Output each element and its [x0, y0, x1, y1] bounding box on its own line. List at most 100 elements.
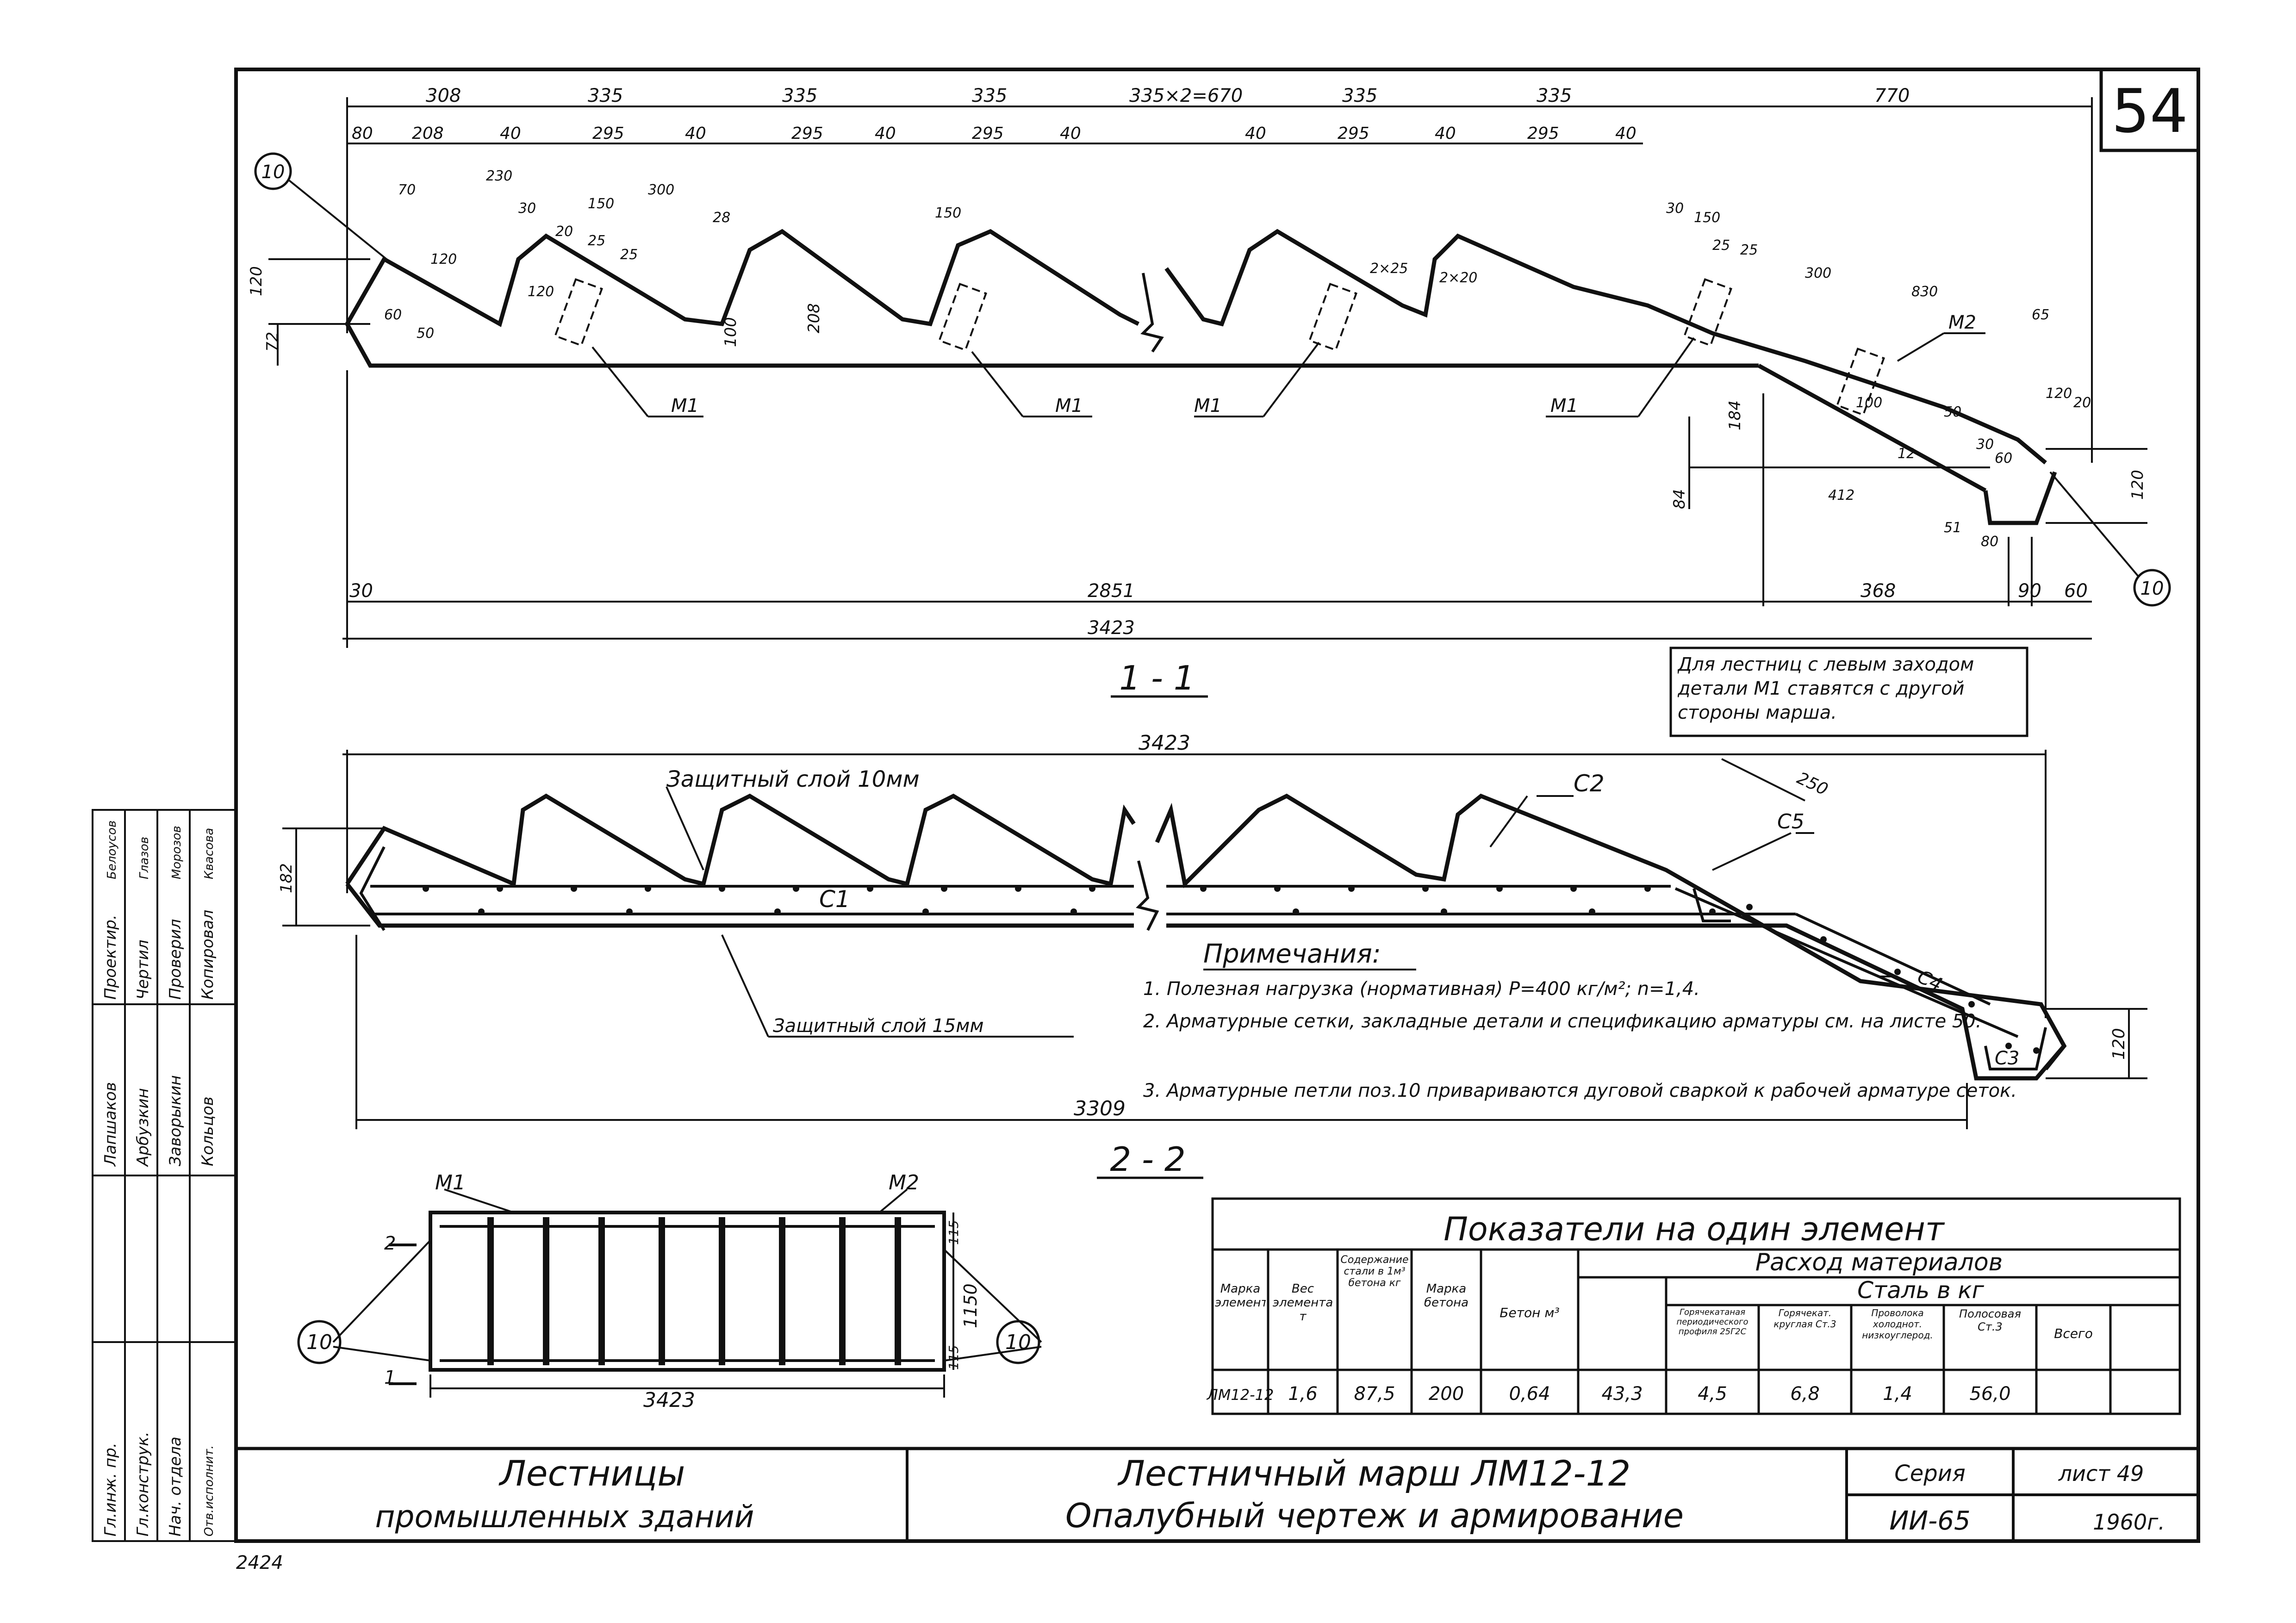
stamp-name2-0: Белоусов — [105, 821, 119, 879]
dim-120-b: 120 — [528, 284, 554, 300]
dim-208: 208 — [805, 303, 823, 333]
dim-295-e: 295 — [1527, 124, 1559, 143]
left-loading-note-box — [1669, 647, 2028, 737]
dim-368: 368 — [1860, 580, 1896, 602]
dim-25-b: 25 — [620, 247, 638, 263]
title-block-text: Лестницы промышленных зданий Лестничный … — [375, 1453, 2165, 1536]
net-c1-label: C1 — [819, 886, 850, 913]
plan-callout-10-label-b: 10 — [1005, 1331, 1031, 1354]
stamp-role-2: Нач. отдела — [166, 1436, 185, 1536]
dim-40-c: 40 — [875, 124, 896, 143]
net-c2-label: C2 — [1574, 770, 1605, 797]
mark-m1-d: M1 — [1550, 395, 1578, 417]
stamp-role2-0: Проектир. — [101, 914, 120, 1000]
side-stamp-text: Гл.инж. пр. Гл.конструк. Нач. отдела Отв… — [101, 821, 217, 1536]
th-steel-periodic: Горячекатаная периодического профиля 25Г… — [1676, 1307, 1748, 1337]
notes-block: Примечания: 1. Полезная нагрузка (нормат… — [1143, 939, 2017, 1101]
th-concrete-grade: Марка бетона — [1424, 1282, 1468, 1310]
dim-335-c: 335 — [972, 85, 1007, 106]
td-total: 56,0 — [1969, 1383, 2010, 1405]
embedded-details — [554, 278, 1885, 416]
plan-dim-1150: 1150 — [960, 1283, 981, 1328]
mark-m1-b: M1 — [1055, 395, 1083, 417]
callout-10-label-a: 10 — [261, 162, 285, 183]
th-concrete-volume: Бетон м³ — [1500, 1305, 1560, 1320]
dim-300-a: 300 — [648, 182, 674, 198]
th-total: Всего — [2054, 1326, 2093, 1341]
s2-dim-120: 120 — [2109, 1028, 2128, 1060]
dim-150-c: 150 — [1694, 210, 1720, 226]
plan-callout-10-left — [297, 1320, 342, 1364]
dim-2x20: 2×20 — [1439, 270, 1477, 286]
plan-mark-m2: M2 — [889, 1171, 919, 1194]
dim-20-b: 20 — [2073, 395, 2091, 411]
td-weight: 1,6 — [1288, 1383, 1318, 1405]
bottom-dimensions: 30 2851 368 90 60 3423 — [349, 580, 2088, 639]
td-steel-round: 4,5 — [1698, 1383, 1727, 1405]
dim-308: 308 — [426, 85, 461, 106]
dim-150-a: 150 — [588, 196, 614, 212]
s2-dim-250: 250 — [1794, 769, 1831, 799]
dim-830: 830 — [1911, 284, 1938, 300]
m1-labels: M1 M1 M1 M1 M2 — [671, 312, 1976, 417]
dimension-lines-top — [268, 97, 2147, 648]
section-1-1-outline — [345, 229, 2057, 525]
dim-120-a: 120 — [430, 251, 457, 267]
plan-mark-m1: M1 — [435, 1171, 466, 1194]
section-2-2-outline — [345, 793, 2067, 1081]
dim-2851: 2851 — [1088, 580, 1135, 602]
dim-770: 770 — [1874, 85, 1910, 106]
section-2-labels: 3423 3309 182 250 120 Защитный слой 10мм… — [277, 731, 2128, 1120]
dim-90: 90 — [2018, 580, 2041, 602]
th-strip: Полосовая Ст.3 — [1959, 1307, 2021, 1333]
plan-cut-1: 1 — [384, 1367, 396, 1388]
net-c5-label: C5 — [1777, 810, 1804, 833]
break-line-2 — [1136, 860, 1159, 931]
stamp-name2-3: Квасова — [202, 828, 216, 879]
dim-295-c: 295 — [972, 124, 1004, 143]
dim-208: 208 — [412, 124, 444, 143]
dim-30-b: 30 — [1666, 200, 1684, 217]
title-left-line1: Лестницы — [498, 1453, 685, 1494]
td-mark: ЛМ12-12 — [1207, 1386, 1274, 1404]
notes-title: Примечания: — [1203, 939, 1381, 969]
stamp-role2-3: Копировал — [199, 910, 217, 1000]
title-left-line2: промышленных зданий — [375, 1499, 754, 1535]
table-group-materials: Расход материалов — [1755, 1249, 2003, 1276]
plan-labels: 10 10 M1 M2 2 1 3423 1150 115 115 — [306, 1171, 1031, 1412]
series-label: Серия — [1894, 1461, 1966, 1486]
stamp-name-0: Лапшаков — [101, 1082, 120, 1167]
step-detail-dimensions: 70 230 150 300 30 20 25 25 120 120 60 50… — [384, 168, 2091, 550]
plan-cut-2: 2 — [384, 1233, 396, 1254]
th-wire: Проволока холоднот. низкоуглерод. — [1862, 1307, 1933, 1341]
left-loading-note: Для лестниц с левым заходом детали М1 ст… — [1678, 654, 1974, 723]
mark-m2: M2 — [1948, 312, 1976, 333]
dim-30: 30 — [349, 580, 373, 602]
dim-right-120: 120 — [2128, 470, 2147, 500]
stamp-name-3: Кольцов — [199, 1096, 217, 1166]
stamp-role-1: Гл.конструк. — [134, 1431, 152, 1536]
dim-25-a: 25 — [588, 233, 605, 249]
dim-65: 65 — [2032, 307, 2049, 323]
td-concrete-volume: 0,64 — [1509, 1383, 1550, 1405]
dim-120-c: 120 — [2046, 386, 2072, 402]
top-dimensions-row1: 308 335 335 335 335×2=670 335 335 770 — [426, 85, 1910, 106]
table-row: ЛМ12-12 1,6 87,5 200 0,64 43,3 4,5 6,8 1… — [1207, 1383, 2011, 1405]
indicators-table — [1211, 1197, 2181, 1415]
dim-30-c: 30 — [1976, 436, 1994, 453]
sheet-frame — [234, 68, 2200, 1543]
mark-m1-a: M1 — [671, 395, 699, 417]
section-2-2-title: 2 - 2 — [1110, 1140, 1185, 1179]
plan-callout-10-label-a: 10 — [306, 1331, 332, 1354]
dim-left-120: 120 — [247, 266, 266, 296]
dim-60: 60 — [384, 307, 402, 323]
dim-100-a: 100 — [722, 317, 740, 347]
dim-295-a: 295 — [592, 124, 624, 143]
plan-view — [332, 1188, 1042, 1398]
stamp-name2-2: Морозов — [170, 826, 184, 879]
dim-40-a: 40 — [500, 124, 521, 143]
stamp-role2-1: Чертил — [134, 940, 152, 1000]
protect-layer-10-label: Защитный слой 10мм — [666, 766, 920, 792]
side-stamp — [92, 809, 237, 1542]
archive-number: 2424 — [236, 1552, 283, 1573]
